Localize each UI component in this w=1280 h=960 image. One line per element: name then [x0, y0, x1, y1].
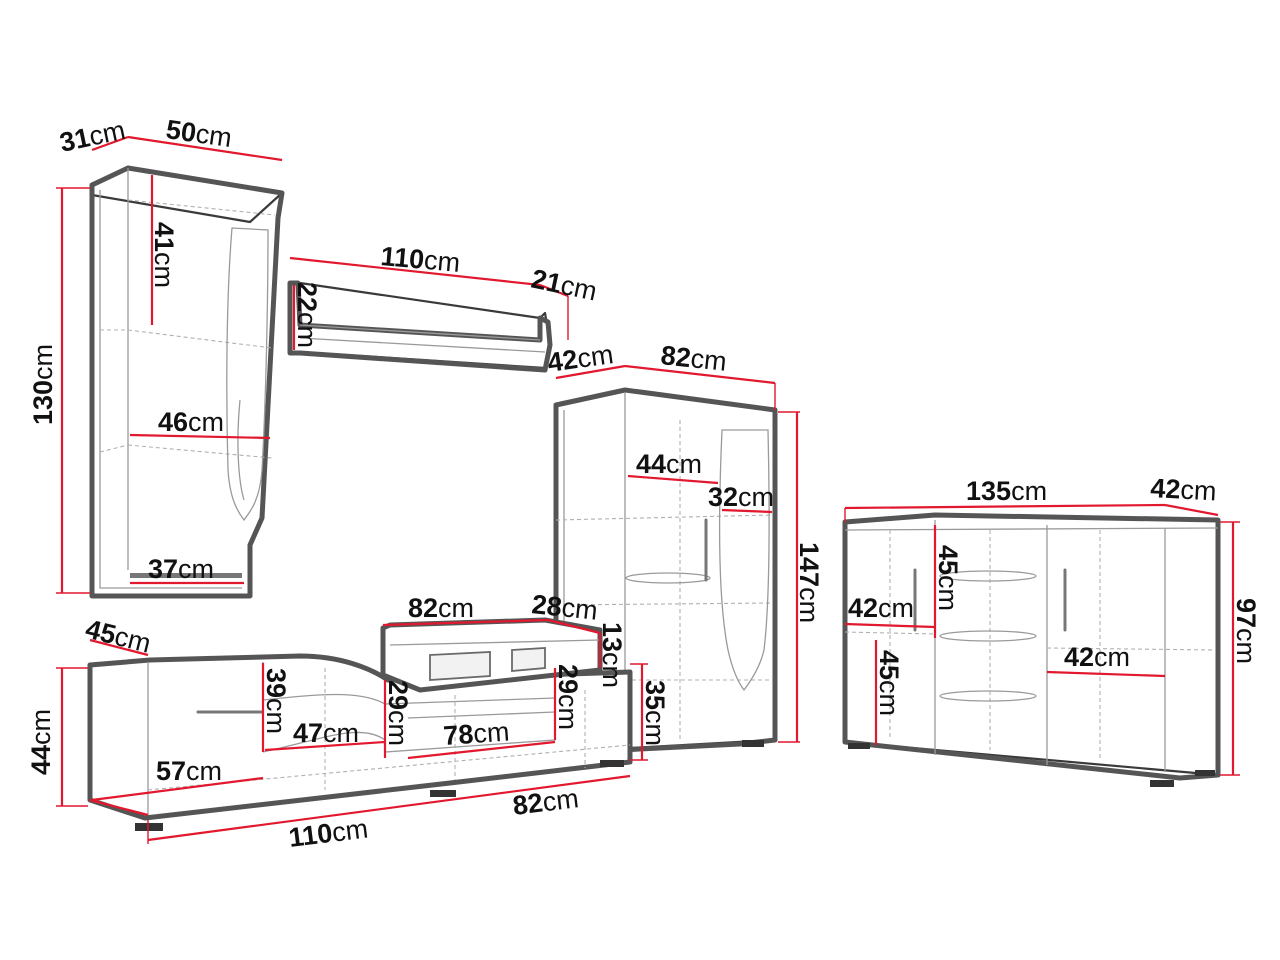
- tv-stand-depth-line: [89, 638, 149, 657]
- sideboard-shelf-left: [844, 631, 936, 635]
- tv-stand-foot-2: [430, 790, 456, 797]
- sideboard: 135cm 42cm 97cm 45cm 45cm 42cm 42cm: [842, 473, 1261, 787]
- sideboard-glass-shelf-3: [939, 690, 1037, 702]
- display-cabinet-side-width-label: 32cm: [708, 482, 774, 512]
- tv-stand-compartment-width-label: 47cm: [293, 718, 359, 748]
- sideboard-lower-height-label: 45cm: [874, 650, 904, 716]
- display-cabinet-shelf-1: [555, 514, 773, 521]
- sideboard-depth-label: 42cm: [1150, 473, 1218, 506]
- sideboard-left-shelf-label: 42cm: [848, 593, 914, 623]
- wall-cabinet-shelf-width-line: [129, 433, 271, 440]
- tv-stand-top-height-label: 13cm: [597, 622, 627, 688]
- display-cabinet-foot-right: [742, 740, 764, 747]
- tv-stand-foot-1: [135, 823, 163, 831]
- wall-shelf-width-line: [289, 256, 541, 287]
- sideboard-upper-height-label: 45cm: [933, 545, 963, 611]
- display-cabinet-glass-curve: [718, 429, 770, 692]
- sideboard-width-label: 135cm: [966, 476, 1047, 506]
- tv-stand-depth-bottom-line: [89, 798, 149, 817]
- tv-stand-top-width-line: [382, 618, 549, 627]
- wall-shelf-outline: [287, 280, 553, 373]
- wall-cabinet-height-label: 130cm: [28, 344, 58, 425]
- tv-stand-right-width-label: 82cm: [511, 783, 580, 821]
- tv-stand-total-width-label: 110cm: [287, 813, 370, 852]
- sideboard-top-edge: [844, 527, 1219, 531]
- sideboard-height-label: 97cm: [1231, 598, 1261, 664]
- tv-stand-total-width-line: [147, 774, 631, 842]
- tv-stand-depth-label: 45cm: [83, 614, 154, 659]
- tv-stand-left-width-label: 57cm: [156, 756, 222, 786]
- sideboard-foot-3: [1195, 770, 1215, 776]
- tv-stand-top-depth-label: 28cm: [530, 589, 599, 626]
- wall-shelf: 110cm 21cm 22cm: [287, 241, 600, 373]
- tv-stand-height-label: 44cm: [26, 709, 56, 775]
- wall-shelf-width-label: 110cm: [379, 241, 461, 278]
- wall-shelf-depth-label: 21cm: [529, 264, 600, 307]
- tv-stand-right-height-label: 35cm: [640, 680, 670, 746]
- sideboard-shelf-right: [1046, 647, 1216, 651]
- wall-cabinet-outline: [89, 165, 285, 599]
- wall-cabinet-shelf-width-label: 46cm: [158, 407, 224, 437]
- tv-stand-top-width-label: 82cm: [408, 593, 474, 623]
- display-cabinet-depth-line: [555, 364, 626, 380]
- sideboard-glass-shelf-1: [939, 570, 1037, 582]
- tv-stand-foot-3: [600, 760, 624, 767]
- display-cabinet-width-line: [624, 364, 776, 385]
- sideboard-glass-shelf-2: [939, 630, 1037, 642]
- tv-stand-compartment-height-label: 39cm: [261, 668, 291, 734]
- tv-stand-drawer-width-line: [407, 740, 556, 760]
- tv-stand-drawer-line: [407, 711, 556, 719]
- sideboard-left-shelf-line: [844, 622, 936, 629]
- wall-shelf-edge: [299, 324, 541, 341]
- wall-cabinet-inner: [99, 190, 242, 589]
- tv-stand-top-edge: [389, 639, 601, 646]
- wall-cabinet-depth-label: 31cm: [57, 115, 128, 158]
- tv-stand-glass-right: [511, 647, 546, 672]
- wall-shelf-edge-2: [299, 337, 546, 353]
- tv-stand: 45cm 44cm 82cm 28cm 13cm 35cm 39cm 47cm …: [26, 589, 670, 853]
- sideboard-right-shelf-line: [1046, 670, 1166, 678]
- wall-cabinet-shelf-2b: [99, 444, 129, 453]
- tv-stand-drawer-height-left-label: 29cm: [383, 680, 413, 746]
- wall-cabinet-width-line: [127, 135, 283, 162]
- wall-cabinet-width-label: 50cm: [164, 114, 234, 153]
- tv-stand-drawer-width-label: 78cm: [442, 716, 510, 751]
- wall-cabinet-shelf-1: [127, 329, 273, 349]
- sideboard-right-shelf-label: 42cm: [1064, 642, 1130, 672]
- tv-stand-glass-left: [429, 651, 491, 681]
- wall-shelf-height-label: 22cm: [292, 282, 322, 348]
- wall-cabinet-shelf-2: [127, 444, 273, 459]
- sideboard-depth-line: [1164, 503, 1219, 517]
- tv-stand-drawer-height-right-label: 29cm: [553, 664, 583, 730]
- tv-stand-outline: [87, 653, 633, 821]
- wall-cabinet-bottom-bar: [130, 573, 242, 578]
- tv-stand-curve-1: [262, 693, 386, 705]
- sideboard-width-line: [844, 503, 1166, 510]
- display-cabinet-shelf-2: [555, 602, 773, 606]
- sideboard-outline: [842, 512, 1221, 781]
- tv-stand-left-width-line: [91, 776, 264, 802]
- display-cabinet-glass-shelf: [625, 572, 711, 584]
- display-cabinet-shelf-width-line: [627, 474, 719, 485]
- sideboard-foot-1: [848, 743, 870, 749]
- display-cabinet-shelf-width-label: 44cm: [636, 449, 702, 479]
- wall-shelf-depth-line: [539, 283, 569, 298]
- display-cabinet-width-label: 82cm: [659, 340, 728, 377]
- sideboard-body: [843, 513, 1220, 777]
- tv-stand-compartment-width-line: [264, 740, 386, 752]
- wall-cabinet: 31cm 50cm 130cm 41cm 46cm 37cm: [28, 114, 285, 599]
- display-cabinet-side-width-line: [721, 508, 773, 514]
- wall-cabinet-glass-curve: [226, 227, 269, 522]
- sideboard-foot-2: [1150, 780, 1174, 787]
- display-cabinet-height-label: 147cm: [794, 542, 824, 623]
- wall-cabinet-inner-height-label: 41cm: [149, 222, 179, 288]
- wall-cabinet-bottom-width-label: 37cm: [148, 554, 214, 584]
- display-cabinet-depth-label: 42cm: [546, 339, 616, 378]
- wall-cabinet-depth-line: [91, 135, 129, 152]
- tv-stand-top-depth-line: [547, 618, 601, 635]
- wall-cabinet-glass-line: [237, 399, 245, 501]
- display-cabinet: 42cm 82cm 147cm 44cm 32cm: [546, 339, 824, 755]
